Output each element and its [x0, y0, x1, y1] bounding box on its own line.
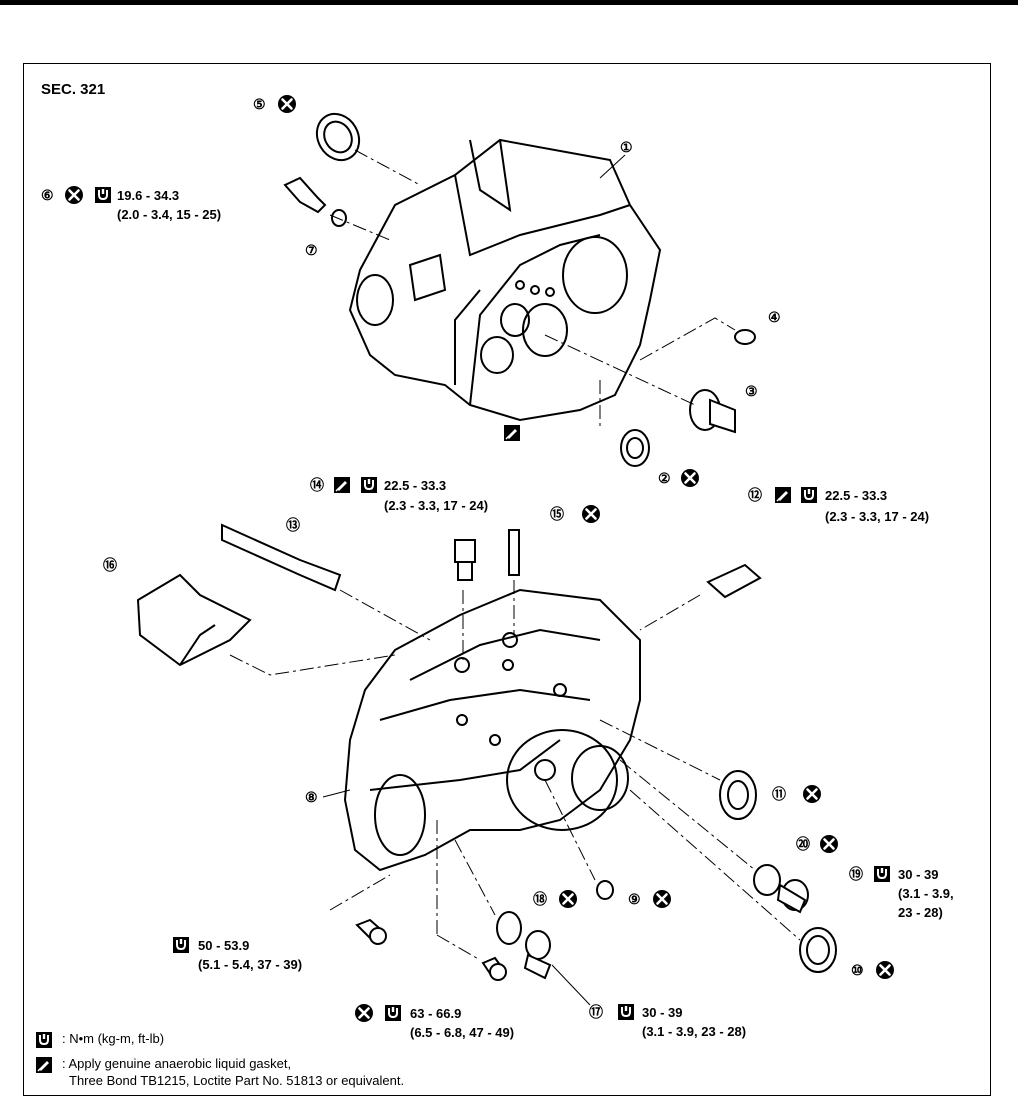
torque-6-value: 19.6 - 34.3 — [117, 188, 179, 203]
oil-seal-part-10 — [799, 927, 837, 973]
plug-part-17 — [523, 930, 552, 980]
part-number-18: ⑱ — [533, 891, 547, 907]
replace-x-icon — [679, 467, 701, 489]
torque-bolt2-imperial: (6.5 - 6.8, 47 - 49) — [410, 1025, 514, 1040]
switch-part-14 — [454, 539, 476, 581]
legend-gasket-line2: Three Bond TB1215, Loctite Part No. 5181… — [69, 1073, 405, 1088]
part-number-19: ⑲ — [849, 866, 863, 882]
plug-part-9 — [596, 880, 614, 900]
replace-x-icon — [276, 93, 298, 115]
torque-wrench-icon — [172, 936, 190, 954]
legend-gasket-line1: : Apply genuine anaerobic liquid gasket, — [62, 1056, 292, 1071]
part-number-4: ④ — [768, 309, 781, 325]
liquid-gasket-icon — [774, 486, 792, 504]
part-number-20: ⑳ — [796, 836, 810, 852]
torque-14-imperial: (2.3 - 3.3, 17 - 24) — [384, 498, 488, 513]
o-ring-part-18 — [496, 911, 522, 945]
oil-seal-part-5 — [315, 112, 361, 162]
torque-19-imperial-b: 23 - 28) — [898, 905, 943, 920]
torque-bolt2-value: 63 - 66.9 — [410, 1006, 461, 1021]
torque-wrench-icon — [360, 476, 378, 494]
part-number-2: ② — [658, 470, 671, 486]
part-number-13: ⑬ — [286, 517, 300, 533]
part-number-17: ⑰ — [589, 1004, 603, 1020]
torque-wrench-icon — [800, 486, 818, 504]
replace-x-icon — [557, 888, 579, 910]
oil-seal-part-11 — [719, 770, 757, 820]
torque-6-imperial: (2.0 - 3.4, 15 - 25) — [117, 207, 221, 222]
part-number-14: ⑭ — [310, 477, 324, 493]
bolt-2 — [481, 956, 507, 981]
replace-x-icon — [353, 1002, 375, 1024]
plate-part-16 — [136, 573, 252, 667]
liquid-gasket-icon — [333, 476, 351, 494]
torque-12-imperial: (2.3 - 3.3, 17 - 24) — [825, 509, 929, 524]
section-label: SEC. 321 — [41, 81, 105, 98]
top-rule — [0, 0, 1018, 5]
replace-x-icon — [651, 888, 673, 910]
part-number-1: ① — [620, 139, 633, 155]
torque-wrench-icon — [94, 186, 112, 204]
liquid-gasket-icon — [35, 1056, 53, 1074]
part-number-5: ⑤ — [253, 96, 266, 112]
oil-seal-part-2 — [620, 429, 650, 467]
plug-part-19 — [776, 879, 809, 914]
legend-torque-unit: : N•m (kg-m, ft-lb) — [62, 1031, 165, 1046]
bracket-part-13 — [221, 523, 342, 592]
torque-bolt1-imperial: (5.1 - 5.4, 37 - 39) — [198, 957, 302, 972]
part-number-6: ⑥ — [41, 187, 54, 203]
replace-x-icon — [818, 833, 840, 855]
part-number-9: ⑨ — [628, 891, 641, 907]
part-number-12: ⑫ — [748, 487, 762, 503]
torque-19-imperial-a: (3.1 - 3.9, — [898, 886, 954, 901]
switch-part-12 — [706, 563, 762, 599]
torque-14-value: 22.5 - 33.3 — [384, 478, 446, 493]
clutch-housing-part-1 — [348, 138, 662, 422]
torque-17-value: 30 - 39 — [642, 1005, 682, 1020]
pin-part-15 — [508, 529, 520, 576]
plug-part-4 — [734, 329, 756, 345]
bolt-1 — [355, 918, 387, 945]
washer-part-7 — [331, 209, 347, 227]
bearing-part-3 — [689, 389, 736, 434]
replace-x-icon — [580, 503, 602, 525]
replace-x-icon — [801, 783, 823, 805]
torque-wrench-icon — [384, 1004, 402, 1022]
liquid-gasket-icon — [503, 424, 521, 442]
part-number-3: ③ — [745, 383, 758, 399]
torque-bolt1-value: 50 - 53.9 — [198, 938, 249, 953]
replace-x-icon — [63, 184, 85, 206]
torque-12-value: 22.5 - 33.3 — [825, 488, 887, 503]
torque-wrench-icon — [617, 1003, 635, 1021]
part-number-7: ⑦ — [305, 242, 318, 258]
torque-19-value: 30 - 39 — [898, 867, 938, 882]
o-ring-part-20 — [753, 864, 781, 896]
diagram-frame — [23, 63, 991, 1096]
transmission-case-part-8 — [343, 588, 641, 872]
part-number-8: ⑧ — [305, 789, 318, 805]
torque-wrench-icon — [35, 1031, 53, 1049]
switch-part-6 — [283, 176, 327, 214]
torque-wrench-icon — [873, 865, 891, 883]
part-number-10: ⑩ — [851, 962, 864, 978]
part-number-16: ⑯ — [103, 557, 117, 573]
torque-17-imperial: (3.1 - 3.9, 23 - 28) — [642, 1024, 746, 1039]
part-number-15: ⑮ — [550, 506, 564, 522]
replace-x-icon — [874, 959, 896, 981]
part-number-11: ⑪ — [772, 786, 786, 802]
